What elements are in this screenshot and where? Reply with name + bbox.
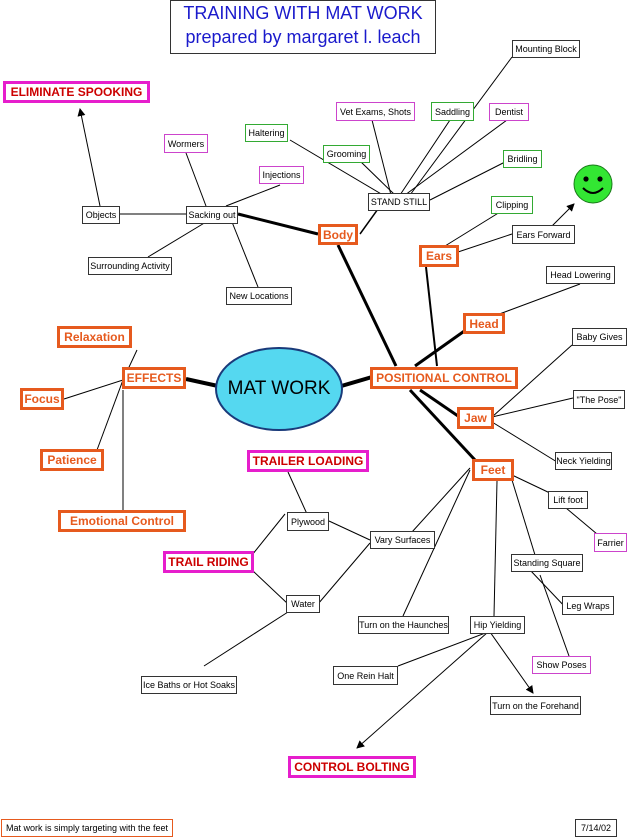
node-ears[interactable]: Ears (419, 245, 459, 267)
title-line-2: prepared by margaret l. leach (185, 27, 421, 47)
smiley-face-icon (573, 164, 613, 204)
node-trail-riding[interactable]: TRAIL RIDING (163, 551, 254, 573)
node-vary-surfaces[interactable]: Vary Surfaces (370, 531, 435, 549)
node-turn-on-haunches[interactable]: Turn on the Haunches (358, 616, 449, 634)
footer-date: 7/14/02 (575, 819, 617, 837)
center-node-mat-work[interactable]: MAT WORK (215, 347, 343, 431)
node-injections[interactable]: Injections (259, 166, 304, 184)
node-clipping[interactable]: Clipping (491, 196, 533, 214)
node-hip-yielding[interactable]: Hip Yielding (470, 616, 525, 634)
node-head-lowering[interactable]: Head Lowering (546, 266, 615, 284)
node-water[interactable]: Water (286, 595, 320, 613)
node-haltering[interactable]: Haltering (245, 124, 288, 142)
node-ears-forward[interactable]: Ears Forward (512, 225, 575, 244)
node-wormers[interactable]: Wormers (164, 134, 208, 153)
node-eliminate-spooking[interactable]: ELIMINATE SPOOKING (3, 81, 150, 103)
node-control-bolting[interactable]: CONTROL BOLTING (288, 756, 416, 778)
node-dentist[interactable]: Dentist (489, 103, 529, 121)
node-baby-gives[interactable]: Baby Gives (572, 328, 627, 346)
node-leg-wraps[interactable]: Leg Wraps (562, 596, 614, 615)
node-jaw[interactable]: Jaw (457, 407, 494, 429)
diagram-title: TRAINING WITH MAT WORK prepared by marga… (170, 0, 436, 54)
node-surrounding-activity[interactable]: Surrounding Activity (88, 257, 172, 275)
title-line-1: TRAINING WITH MAT WORK (183, 3, 423, 23)
node-sacking-out[interactable]: Sacking out (186, 206, 238, 224)
node-ice-baths[interactable]: Ice Baths or Hot Soaks (141, 676, 237, 694)
node-relaxation[interactable]: Relaxation (57, 326, 132, 348)
node-plywood[interactable]: Plywood (287, 512, 329, 531)
node-saddling[interactable]: Saddling (431, 102, 474, 121)
node-farrier[interactable]: Farrier (594, 533, 627, 552)
node-mounting-block[interactable]: Mounting Block (512, 40, 580, 58)
node-one-rein-halt[interactable]: One Rein Halt (333, 666, 398, 685)
node-vet-exams[interactable]: Vet Exams, Shots (336, 102, 415, 121)
node-feet[interactable]: Feet (472, 459, 514, 481)
node-lift-foot[interactable]: Lift foot (548, 491, 588, 509)
node-show-poses[interactable]: Show Poses (532, 656, 591, 674)
node-neck-yielding[interactable]: Neck Yielding (555, 452, 612, 470)
node-patience[interactable]: Patience (40, 449, 104, 471)
node-effects[interactable]: EFFECTS (122, 367, 186, 389)
node-the-pose[interactable]: "The Pose" (573, 390, 625, 409)
node-trailer-loading[interactable]: TRAILER LOADING (247, 450, 369, 472)
node-bridling[interactable]: Bridling (503, 150, 542, 168)
node-grooming[interactable]: Grooming (323, 145, 370, 163)
footer-note: Mat work is simply targeting with the fe… (1, 819, 174, 837)
node-turn-on-forehand[interactable]: Turn on the Forehand (490, 696, 581, 715)
node-objects[interactable]: Objects (82, 206, 120, 224)
node-standing-square[interactable]: Standing Square (511, 554, 583, 572)
node-body[interactable]: Body (318, 224, 358, 245)
node-new-locations[interactable]: New Locations (226, 287, 292, 305)
node-emotional-control[interactable]: Emotional Control (58, 510, 186, 532)
node-focus[interactable]: Focus (20, 388, 64, 410)
node-positional-control[interactable]: POSITIONAL CONTROL (370, 367, 518, 389)
node-head[interactable]: Head (463, 313, 505, 334)
node-stand-still[interactable]: STAND STILL (368, 193, 430, 211)
